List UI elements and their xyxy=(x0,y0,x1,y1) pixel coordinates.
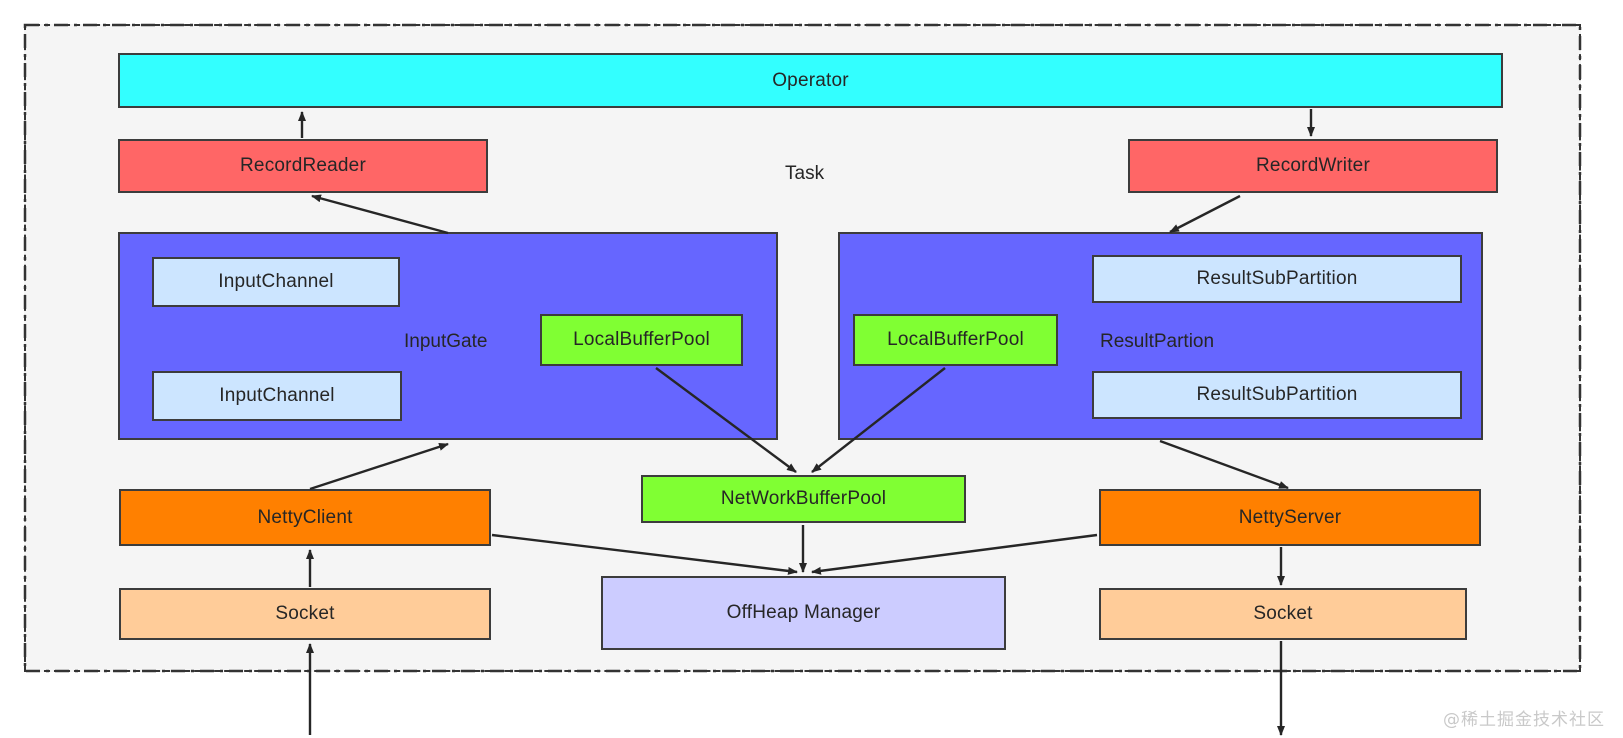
record-writer-label: RecordWriter xyxy=(1256,155,1370,176)
result-subpartition-2-label: ResultSubPartition xyxy=(1196,384,1358,405)
record-writer-box[interactable]: RecordWriter xyxy=(1128,139,1498,193)
input-gate-label: InputGate xyxy=(404,331,488,352)
offheap-manager-label: OffHeap Manager xyxy=(726,602,881,623)
netty-server-box[interactable]: NettyServer xyxy=(1099,489,1481,546)
result-subpartition-1-box[interactable]: ResultSubPartition xyxy=(1092,255,1462,303)
socket-left-label: Socket xyxy=(275,603,335,624)
result-subpartition-2-box[interactable]: ResultSubPartition xyxy=(1092,371,1462,419)
watermark: @稀土掘金技术社区 xyxy=(1443,710,1605,730)
local-buffer-pool-right-label: LocalBufferPool xyxy=(887,329,1024,350)
local-buffer-pool-right-box[interactable]: LocalBufferPool xyxy=(853,314,1058,366)
socket-right-label: Socket xyxy=(1253,603,1313,624)
offheap-manager-box[interactable]: OffHeap Manager xyxy=(601,576,1006,650)
input-channel-1-label: InputChannel xyxy=(218,271,334,292)
local-buffer-pool-left-box[interactable]: LocalBufferPool xyxy=(540,314,743,366)
task-label: Task xyxy=(785,163,825,184)
socket-left-box[interactable]: Socket xyxy=(119,588,491,640)
netty-client-label: NettyClient xyxy=(257,506,353,528)
result-partition-label: ResultPartion xyxy=(1100,331,1215,352)
result-subpartition-1-label: ResultSubPartition xyxy=(1196,268,1358,289)
input-channel-2-box[interactable]: InputChannel xyxy=(152,371,402,421)
netty-server-label: NettyServer xyxy=(1238,506,1342,528)
input-channel-2-label: InputChannel xyxy=(219,385,335,406)
network-buffer-pool-label: NetWorkBufferPool xyxy=(720,488,887,509)
socket-right-box[interactable]: Socket xyxy=(1099,588,1467,640)
local-buffer-pool-left-label: LocalBufferPool xyxy=(573,329,710,350)
netty-client-box[interactable]: NettyClient xyxy=(119,489,491,546)
operator-box[interactable]: Operator xyxy=(118,53,1503,108)
network-buffer-pool-box[interactable]: NetWorkBufferPool xyxy=(641,475,966,523)
record-reader-label: RecordReader xyxy=(240,155,366,176)
record-reader-box[interactable]: RecordReader xyxy=(118,139,488,193)
operator-label: Operator xyxy=(772,69,849,91)
input-channel-1-box[interactable]: InputChannel xyxy=(152,257,400,307)
